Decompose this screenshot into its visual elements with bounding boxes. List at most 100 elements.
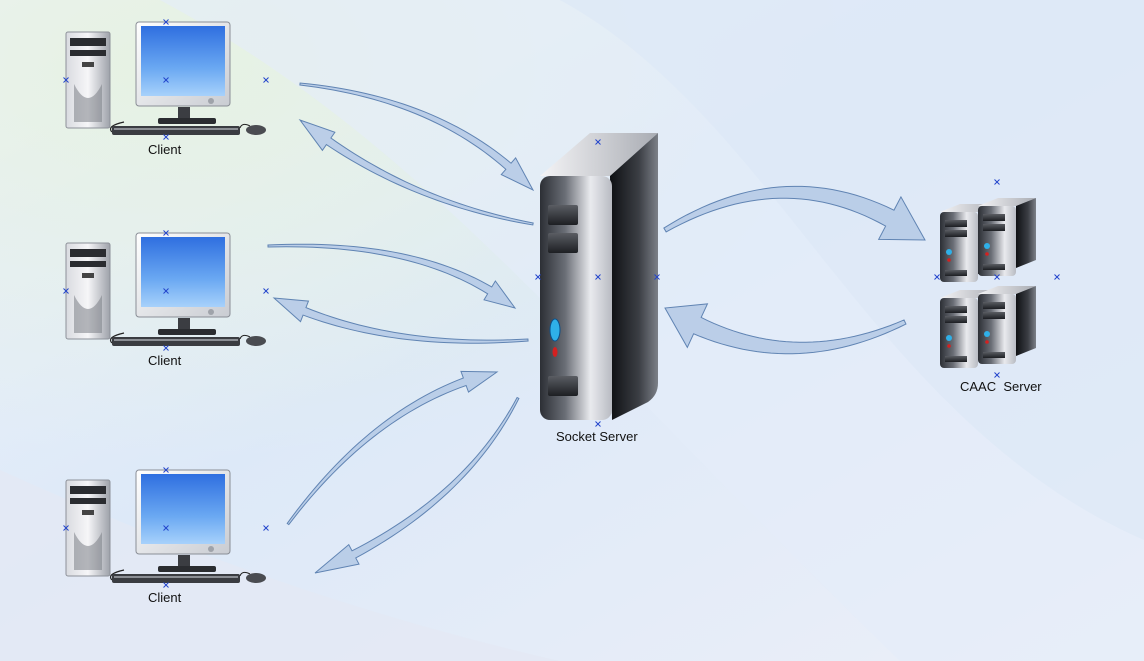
selection-handle xyxy=(163,582,169,588)
selection-handle xyxy=(263,77,269,83)
drive-bay xyxy=(983,224,1005,231)
selection-handle xyxy=(1054,274,1060,280)
selection-handle xyxy=(163,525,169,531)
monitor-screen xyxy=(141,237,225,307)
handle-stroke xyxy=(163,19,169,25)
drive-slot xyxy=(70,249,106,257)
socket-server[interactable] xyxy=(540,133,658,420)
selection-handle xyxy=(595,274,601,280)
selection-handle xyxy=(994,179,1000,185)
drive-bay xyxy=(548,233,578,253)
drive-slot xyxy=(70,486,106,494)
drive-bay xyxy=(983,214,1005,221)
handle-stroke xyxy=(263,288,269,294)
drive-slot xyxy=(82,62,94,67)
drive-bay xyxy=(983,312,1005,319)
keyboard xyxy=(112,574,240,583)
tower-panel xyxy=(74,84,102,122)
selection-handle xyxy=(654,274,660,280)
server-unit-front xyxy=(978,206,1016,276)
handle-stroke xyxy=(263,77,269,83)
selection-handle xyxy=(163,345,169,351)
selection-handle xyxy=(163,134,169,140)
drive-bay xyxy=(983,264,1005,270)
handle-stroke xyxy=(595,274,601,280)
monitor-stand xyxy=(158,329,216,335)
selection-handle xyxy=(163,467,169,473)
client-computer[interactable] xyxy=(65,21,266,135)
handle-stroke xyxy=(994,179,1000,185)
client-computer[interactable] xyxy=(65,232,266,346)
selection-handle xyxy=(934,274,940,280)
selection-handle xyxy=(163,230,169,236)
server-unit-front xyxy=(978,294,1016,364)
mouse xyxy=(246,125,266,135)
handle-stroke xyxy=(934,274,940,280)
power-button xyxy=(984,243,990,249)
handle-stroke xyxy=(263,525,269,531)
server-unit-front xyxy=(940,298,978,368)
monitor-neck xyxy=(178,318,190,330)
status-led xyxy=(985,340,989,344)
drive-bay xyxy=(945,270,967,276)
drive-bay xyxy=(945,220,967,227)
handle-stroke xyxy=(994,274,1000,280)
handle-stroke xyxy=(994,372,1000,378)
handle-stroke xyxy=(163,582,169,588)
selection-handle xyxy=(595,139,601,145)
tower-panel xyxy=(74,295,102,333)
server-unit-top xyxy=(978,198,1036,206)
connection-arrows xyxy=(267,82,926,574)
server-unit-front xyxy=(940,212,978,282)
handle-stroke xyxy=(63,288,69,294)
arrow xyxy=(286,370,499,526)
status-led xyxy=(552,347,558,357)
power-light xyxy=(208,98,214,104)
drive-slot xyxy=(70,38,106,46)
monitor-screen xyxy=(141,26,225,96)
selection-handle xyxy=(263,525,269,531)
arrow xyxy=(314,396,520,574)
arrow xyxy=(298,118,534,226)
handle-stroke xyxy=(63,525,69,531)
keyboard-keys xyxy=(114,339,238,341)
selection-handle xyxy=(595,421,601,427)
drive-bay xyxy=(548,205,578,225)
monitor-screen xyxy=(141,474,225,544)
arrow xyxy=(299,82,535,192)
client-computer[interactable] xyxy=(65,469,266,583)
caac-server-label: CAAC Server xyxy=(960,379,1042,394)
server-unit-side xyxy=(1016,198,1036,268)
server-unit xyxy=(978,198,1036,276)
power-light xyxy=(208,546,214,552)
socket-server-top xyxy=(540,133,658,176)
mouse-cable xyxy=(239,334,251,340)
selection-handle xyxy=(63,288,69,294)
background-arc xyxy=(560,0,1144,540)
selection-handle xyxy=(994,372,1000,378)
client-label: Client xyxy=(148,590,182,605)
handle-stroke xyxy=(163,525,169,531)
mouse-cable xyxy=(239,571,251,577)
selection-handle xyxy=(163,288,169,294)
selection-handle xyxy=(163,19,169,25)
server-unit-side xyxy=(1016,286,1036,356)
handle-stroke xyxy=(595,421,601,427)
status-led xyxy=(947,344,951,348)
handle-stroke xyxy=(163,134,169,140)
drive-slot xyxy=(70,261,106,267)
selection-handle xyxy=(535,274,541,280)
status-led xyxy=(947,258,951,262)
handle-stroke xyxy=(163,467,169,473)
caac-server[interactable] xyxy=(940,198,1036,368)
drive-slot xyxy=(70,498,106,504)
background-arc xyxy=(0,470,560,661)
monitor-neck xyxy=(178,107,190,119)
handle-stroke xyxy=(1054,274,1060,280)
arrow xyxy=(272,297,529,344)
cable xyxy=(109,332,125,344)
arrow xyxy=(664,303,907,355)
server-unit-top xyxy=(978,286,1036,294)
client-label: Client xyxy=(148,142,182,157)
